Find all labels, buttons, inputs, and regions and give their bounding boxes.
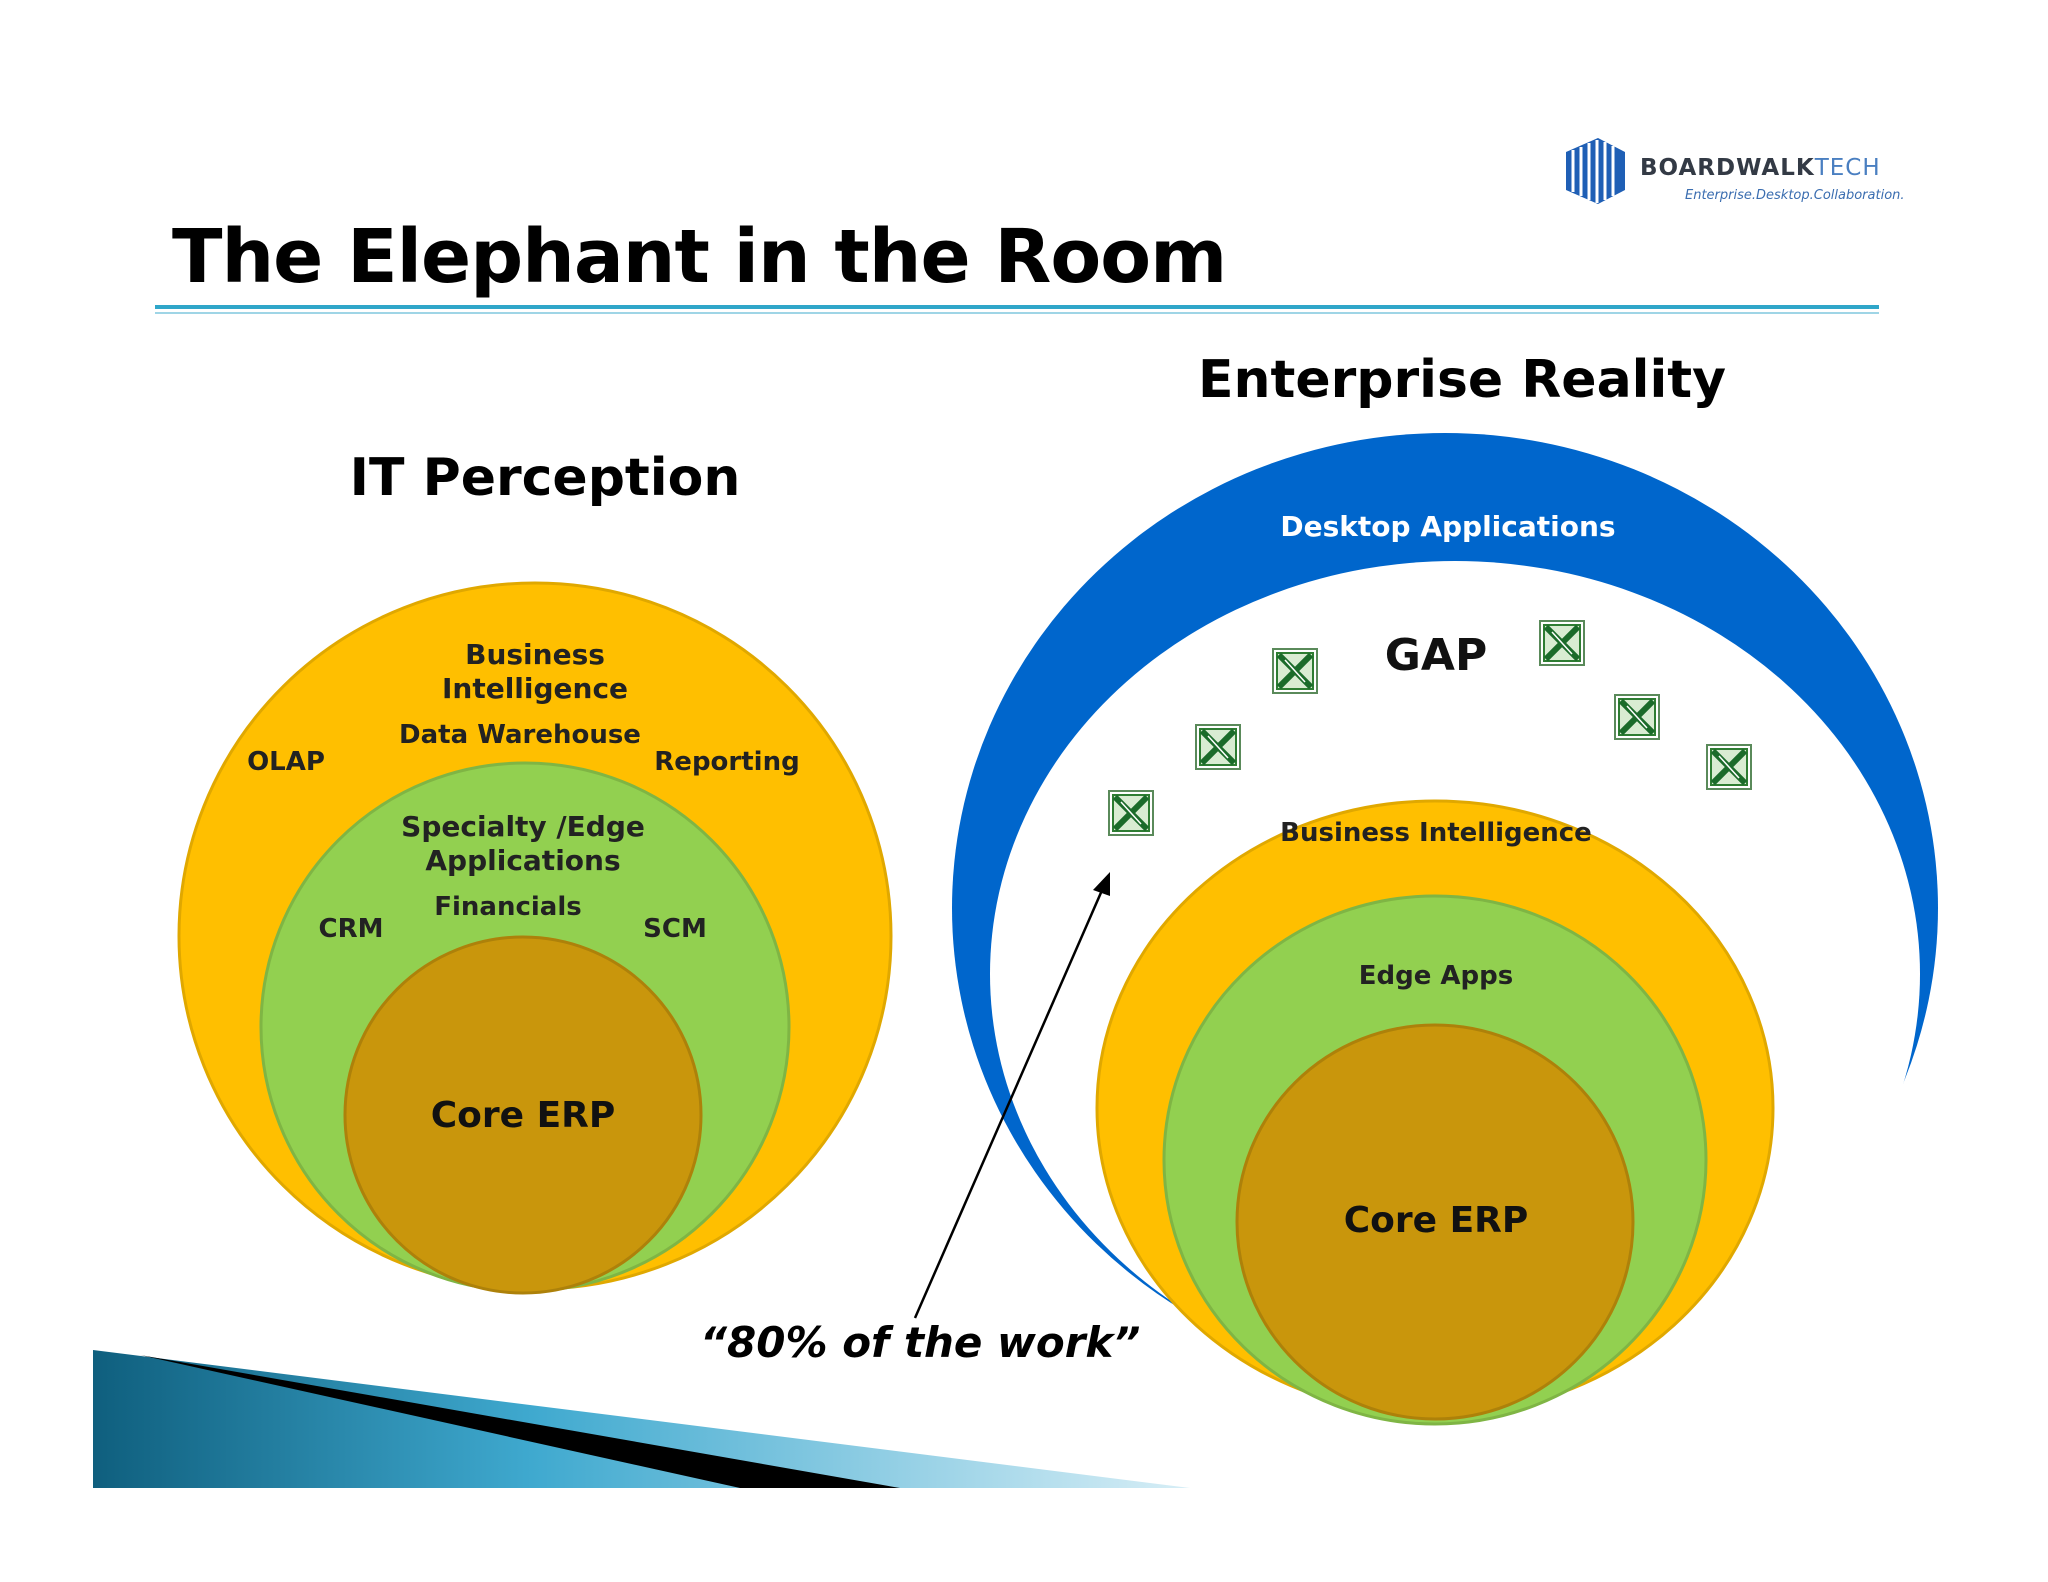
- excel-icon: [1706, 744, 1752, 790]
- gap-label: GAP: [1384, 630, 1488, 681]
- eighty-percent-annotation: “80% of the work”: [700, 1318, 1141, 1367]
- excel-icon: [1614, 694, 1660, 740]
- specialty-edge-label: Specialty /Edge Applications: [401, 810, 645, 877]
- boardwalktech-logo-mark: [1566, 138, 1625, 204]
- enterprise-reality-diagram: [952, 433, 1938, 1426]
- olap-label: OLAP: [247, 747, 325, 777]
- enterprise-reality-heading: Enterprise Reality: [1197, 350, 1727, 410]
- decorative-ribbon: [93, 1350, 1190, 1488]
- title-rule-light: [155, 312, 1879, 314]
- it-business-intelligence-label: Business Intelligence: [441, 638, 629, 705]
- it-perception-heading: IT Perception: [349, 448, 741, 508]
- title-rule: [155, 305, 1879, 309]
- er-business-intelligence-label: Business Intelligence: [1280, 818, 1592, 848]
- excel-icon: [1108, 790, 1154, 836]
- annotation-arrow: [913, 872, 1110, 1319]
- slide-title: The Elephant in the Room: [172, 214, 1227, 300]
- scm-label: SCM: [643, 914, 707, 944]
- excel-icon: [1195, 724, 1241, 770]
- logo-tagline: Enterprise.Desktop.Collaboration.: [1685, 188, 1905, 203]
- logo-wordmark: BOARDWALKTECH: [1640, 155, 1881, 181]
- excel-icon: [1539, 620, 1585, 666]
- er-core-circle: [1235, 1023, 1635, 1421]
- it-core-circle: [343, 935, 703, 1295]
- excel-icon: [1272, 648, 1318, 694]
- reporting-label: Reporting: [654, 747, 800, 777]
- financials-label: Financials: [434, 892, 582, 922]
- er-core-erp-label: Core ERP: [1343, 1200, 1529, 1241]
- desktop-applications-label: Desktop Applications: [1280, 510, 1616, 543]
- crm-label: CRM: [318, 914, 384, 944]
- edge-apps-label: Edge Apps: [1358, 961, 1514, 991]
- data-warehouse-label: Data Warehouse: [399, 720, 641, 750]
- it-perception-diagram: [177, 581, 893, 1295]
- it-core-erp-label: Core ERP: [430, 1095, 616, 1136]
